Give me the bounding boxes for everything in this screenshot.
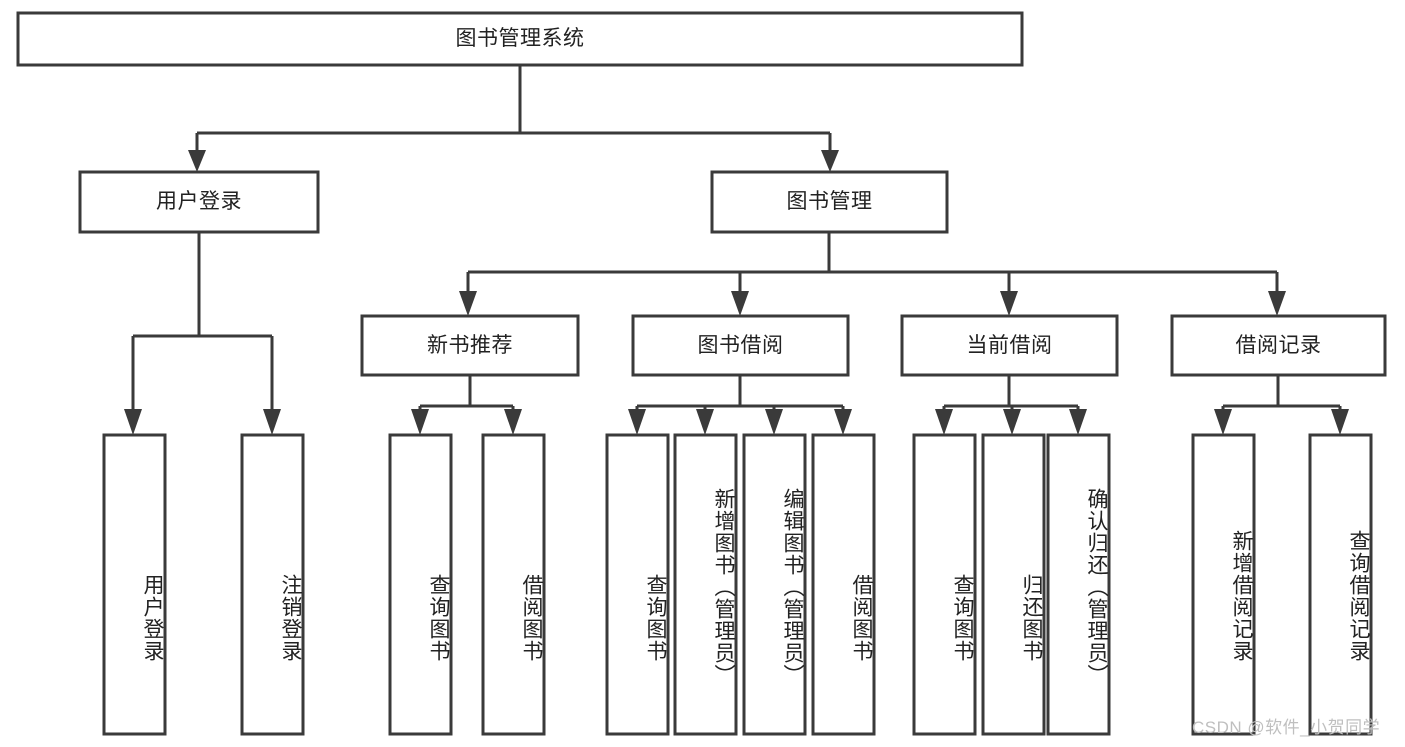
arrow-head-to-borrow-record (1268, 291, 1286, 316)
connector-root-to-level2 (188, 65, 839, 172)
connector-borrow-record-to-leaves (1214, 375, 1349, 435)
node-box-root[interactable] (16, 11, 1024, 67)
arrow-head-leaf-return-book (1003, 409, 1021, 435)
arrow-head-to-new-book-recommend (459, 291, 477, 316)
node-box-leaf-add-record[interactable] (1191, 433, 1256, 736)
node-box-current-borrow[interactable] (900, 314, 1119, 377)
node-box-leaf-edit-book[interactable] (742, 433, 807, 736)
arrow-head-leaf-query-record (1331, 409, 1349, 435)
arrow-head-leaf-add-record (1214, 409, 1232, 435)
arrow-head-leaf-query-book-3 (935, 409, 953, 435)
arrow-head-leaf-user-login (124, 409, 142, 435)
node-box-leaf-query-record[interactable] (1308, 433, 1373, 736)
connector-user-login-to-leaves (124, 232, 281, 435)
node-box-leaf-user-logout[interactable] (240, 433, 305, 736)
connector-book-borrow-to-leaves (628, 375, 852, 435)
arrow-head-leaf-add-book (696, 409, 714, 435)
node-box-leaf-query-book-2[interactable] (605, 433, 670, 736)
connector-new-book-recommend-to-leaves (411, 375, 522, 435)
arrow-head-leaf-borrow-book-2 (834, 409, 852, 435)
node-box-leaf-confirm-return[interactable] (1046, 433, 1111, 736)
arrow-head-to-current-borrow (1000, 291, 1018, 316)
node-box-book-borrow[interactable] (631, 314, 850, 377)
arrow-head-to-book-manage (821, 150, 839, 172)
node-box-leaf-user-login[interactable] (102, 433, 167, 736)
arrow-head-to-book-borrow (731, 291, 749, 316)
node-box-leaf-add-book[interactable] (673, 433, 738, 736)
connector-current-borrow-to-leaves (935, 375, 1087, 435)
arrow-head-leaf-confirm-return (1069, 409, 1087, 435)
arrow-head-leaf-query-book-2 (628, 409, 646, 435)
arrow-head-leaf-user-logout (263, 409, 281, 435)
node-box-borrow-record[interactable] (1170, 314, 1387, 377)
node-box-user-login[interactable] (78, 170, 320, 234)
arrow-head-leaf-borrow-book-1 (504, 409, 522, 435)
arrow-head-leaf-query-book-1 (411, 409, 429, 435)
node-box-leaf-return-book[interactable] (981, 433, 1046, 736)
node-box-book-manage[interactable] (710, 170, 949, 234)
node-box-new-book-recommend[interactable] (360, 314, 580, 377)
node-box-leaf-borrow-book-2[interactable] (811, 433, 876, 736)
arrow-head-leaf-edit-book (765, 409, 783, 435)
arrow-head-to-user-login (188, 150, 206, 172)
node-box-leaf-query-book-1[interactable] (388, 433, 453, 736)
node-box-leaf-query-book-3[interactable] (912, 433, 977, 736)
connector-book-manage-to-level3 (459, 232, 1286, 316)
node-box-leaf-borrow-book-1[interactable] (481, 433, 546, 736)
